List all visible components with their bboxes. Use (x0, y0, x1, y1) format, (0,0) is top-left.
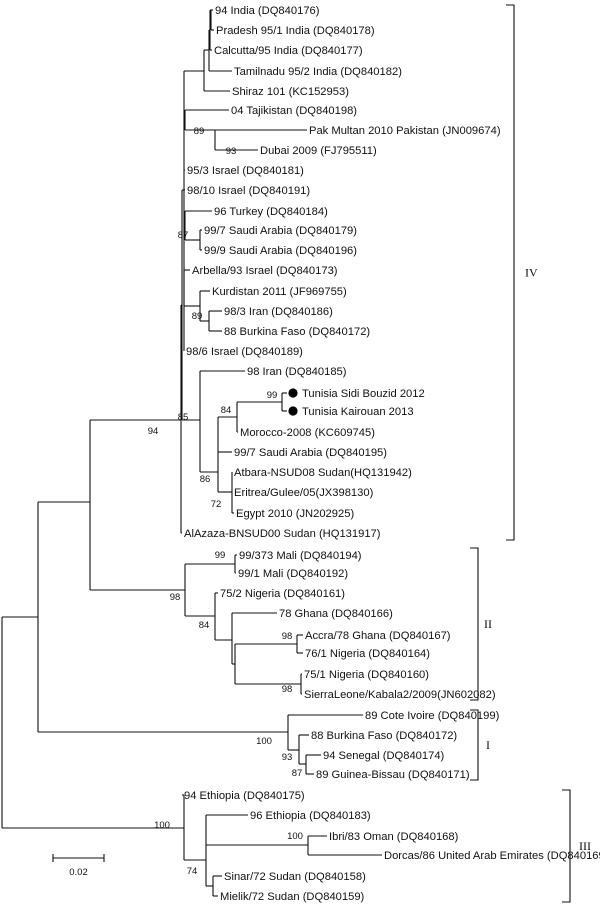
leaf-label: 98/6 Israel (DQ840189) (186, 346, 303, 358)
leaf-label: 99/7 Saudi Arabia (DQ840195) (234, 447, 387, 459)
leaf-label: Pak Multan 2010 Pakistan (JN009674) (309, 125, 501, 137)
bootstrap-value: 98 (282, 684, 293, 695)
leaf-label: 98/10 Israel (DQ840191) (187, 185, 310, 197)
bootstrap-value: 99 (267, 390, 278, 401)
leaf-label: Arbella/93 Israel (DQ840173) (192, 265, 338, 277)
clade-label: IV (525, 266, 538, 280)
leaf-label: 88 Burkina Faso (DQ840172) (224, 326, 370, 338)
bootstrap-value: 93 (282, 752, 293, 763)
bootstrap-value: 94 (148, 426, 159, 437)
sample-markers (288, 388, 298, 416)
bootstrap-value: 84 (199, 620, 210, 631)
leaf-label: Kurdistan 2011 (JF969755) (212, 286, 347, 298)
scale-bar-label: 0.02 (69, 867, 88, 878)
leaf-label: 89 Cote Ivoire (DQ840199) (365, 710, 500, 722)
leaf-label: 04 Tajikistan (DQ840198) (231, 105, 357, 117)
leaf-label: 78 Ghana (DQ840166) (279, 608, 393, 620)
leaf-label: SierraLeone/Kabala2/2009(JN602082) (304, 689, 496, 701)
leaf-label: 75/1 Nigeria (DQ840160) (304, 669, 429, 681)
leaf-label: Pradesh 95/1 India (DQ840178) (216, 25, 375, 37)
bootstrap-value: 93 (226, 146, 237, 157)
leaf-label: Tunisia Sidi Bouzid 2012 (302, 388, 425, 400)
clade-bracket (562, 789, 571, 903)
leaf-label: Tamilnadu 95/2 India (DQ840182) (234, 66, 402, 78)
leaf-label: 99/373 Mali (DQ840194) (239, 550, 362, 562)
leaf-label: 95/3 Israel (DQ840181) (187, 165, 304, 177)
leaf-label: Eritrea/Gulee/05(JX398130) (234, 487, 374, 499)
bootstrap-value: 98 (282, 631, 293, 642)
leaf-label: 94 India (DQ840176) (215, 5, 320, 17)
bootstrap-value: 87 (178, 230, 189, 241)
bootstrap-value: 86 (200, 474, 211, 485)
bootstrap-value: 99 (215, 550, 226, 561)
leaf-label: 94 Senegal (DQ840174) (323, 750, 445, 762)
leaf-label: 75/2 Nigeria (DQ840161) (220, 588, 345, 600)
leaf-label: 98/3 Iran (DQ840186) (224, 306, 333, 318)
bootstrap-value: 89 (194, 126, 205, 137)
leaf-label: Morocco-2008 (KC609745) (240, 427, 375, 439)
leaf-label: 99/9 Saudi Arabia (DQ840196) (204, 245, 357, 257)
clade-label: I (486, 738, 490, 752)
leaf-label: Shiraz 101 (KC152953) (232, 86, 349, 98)
leaf-label: Dubai 2009 (FJ795511) (260, 145, 377, 157)
leaf-label: 96 Ethiopia (DQ840183) (250, 810, 371, 822)
bootstrap-value: 89 (192, 311, 203, 322)
leaf-label: Ibri/83 Oman (DQ840168) (329, 831, 459, 843)
leaf-label: 76/1 Nigeria (DQ840164) (305, 648, 430, 660)
leaf-label: Mielik/72 Sudan (DQ840159) (220, 891, 365, 903)
leaf-label: Atbara-NSUD08 Sudan(HQ131942) (234, 467, 412, 479)
leaf-label: Egypt 2010 (JN202925) (236, 508, 354, 520)
leaf-label: Accra/78 Ghana (DQ840167) (305, 630, 451, 642)
leaf-label: 88 Burkina Faso (DQ840172) (311, 730, 457, 742)
leaf-label: Calcutta/95 India (DQ840177) (214, 45, 363, 57)
clade-bracket (470, 547, 479, 701)
tree-branches (1, 9, 382, 897)
clade-bracket (470, 709, 479, 781)
bootstrap-value: 87 (292, 768, 303, 779)
scale-bar: 0.02 (52, 854, 105, 878)
bootstrap-value: 85 (178, 412, 189, 423)
clade-bracket (506, 4, 515, 541)
leaf-label: 99/7 Saudi Arabia (DQ840179) (204, 225, 357, 237)
leaf-label: AlAzaza-BNSUD00 Sudan (HQ131917) (184, 528, 381, 540)
bootstrap-value: 100 (154, 820, 170, 831)
sample-marker-dot (288, 406, 298, 416)
bootstrap-value: 74 (187, 866, 198, 877)
bootstrap-value: 98 (170, 592, 181, 603)
leaf-label: 99/1 Mali (DQ840192) (238, 568, 348, 580)
bootstrap-values: 89 93 87 89 85 99 84 86 72 94 99 98 84 98 98 100 93 87 100… (148, 126, 303, 877)
bootstrap-value: 84 (221, 405, 232, 416)
leaf-label: 94 Ethiopia (DQ840175) (184, 790, 305, 802)
bootstrap-value: 100 (287, 831, 303, 842)
clade-label: II (484, 617, 492, 631)
leaf-label: Dorcas/86 United Arab Emirates (DQ840169… (384, 850, 600, 862)
leaf-label: 89 Guinea-Bissau (DQ840171) (316, 769, 470, 781)
sample-marker-dot (288, 388, 298, 398)
clade-label: III (579, 839, 591, 853)
leaf-labels: 94 India (DQ840176) Pradesh 95/1 India (D… (184, 5, 600, 903)
leaf-label: 98 Iran (DQ840185) (247, 366, 347, 378)
leaf-label: Sinar/72 Sudan (DQ840158) (224, 871, 366, 883)
bootstrap-value: 72 (211, 499, 222, 510)
bootstrap-value: 100 (256, 736, 272, 747)
leaf-label: 96 Turkey (DQ840184) (214, 206, 328, 218)
leaf-label: Tunisia Kairouan 2013 (302, 406, 414, 418)
